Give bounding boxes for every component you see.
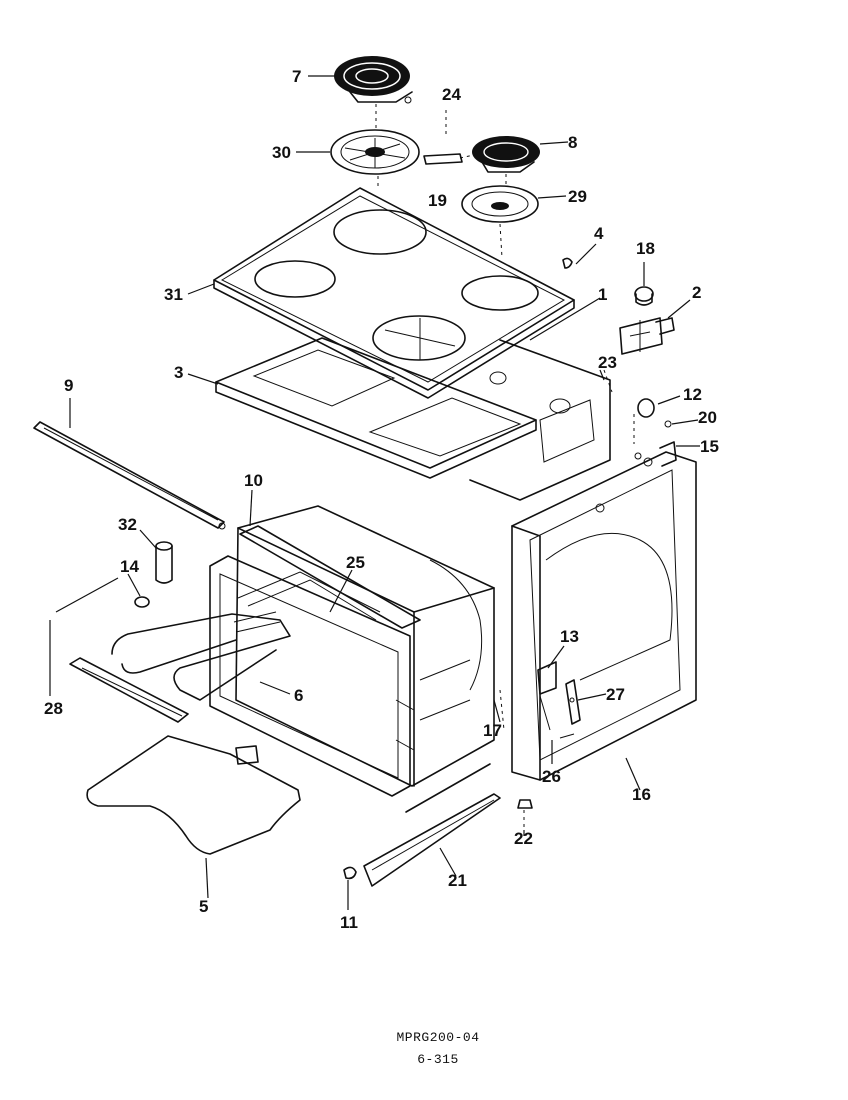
label-10: 10 [244, 471, 263, 490]
part-15-bracket [659, 441, 677, 467]
label-2: 2 [692, 283, 701, 302]
page-reference: 6-315 [417, 1052, 459, 1067]
part-14-clip [134, 596, 150, 608]
part-labels: 1 2 3 4 5 6 7 8 9 10 11 12 13 14 15 16 1… [44, 67, 719, 932]
label-6: 6 [294, 686, 303, 705]
oven-body [235, 505, 495, 787]
label-30: 30 [272, 143, 291, 162]
part-30-drip-pan [330, 129, 420, 175]
label-28: 28 [44, 699, 63, 718]
part-7-surface-element [334, 56, 413, 104]
label-29: 29 [568, 187, 587, 206]
part-16-side-panel [511, 451, 697, 781]
label-3: 3 [174, 363, 183, 382]
label-7: 7 [292, 67, 301, 86]
part-31-cooktop [213, 187, 575, 399]
label-20: 20 [698, 408, 717, 427]
part-5-oven-bottom [86, 735, 301, 855]
part-12-grommet [637, 398, 655, 418]
leader-lines [49, 75, 700, 910]
part-8-surface-element [472, 136, 540, 173]
label-32: 32 [118, 515, 137, 534]
label-1: 1 [598, 285, 607, 304]
label-12: 12 [683, 385, 702, 404]
label-31: 31 [164, 285, 183, 304]
label-23: 23 [598, 353, 617, 372]
part-2-bracket [619, 317, 675, 355]
label-5: 5 [199, 897, 208, 916]
part-22-leveling-foot [517, 799, 533, 830]
label-26: 26 [542, 767, 561, 786]
part-25-broil-element [237, 571, 381, 621]
part-4-clip [562, 257, 573, 269]
part-3-top-panel [215, 337, 537, 479]
part-27-hinge [565, 679, 581, 725]
part-28-vent-trim [69, 657, 189, 723]
drawing-code: MPRG200-04 [396, 1030, 480, 1045]
part-21-kick-plate [363, 793, 501, 887]
part-11-clip [343, 866, 357, 880]
rear-frame [469, 339, 611, 501]
part-9-trim-strip [33, 421, 226, 530]
label-8: 8 [568, 133, 577, 152]
label-25: 25 [346, 553, 365, 572]
part-29-drip-pan [461, 185, 539, 223]
label-4: 4 [594, 224, 604, 243]
part-20-screw [664, 420, 672, 428]
label-18: 18 [636, 239, 655, 258]
label-11: 11 [340, 913, 358, 932]
part-6-bake-element [111, 611, 291, 701]
part-18-switch [634, 286, 654, 306]
part-10-front-frame [209, 525, 421, 797]
label-15: 15 [700, 437, 719, 456]
part-19-bracket [423, 153, 479, 165]
label-14: 14 [120, 557, 139, 576]
label-19: 19 [428, 191, 447, 210]
label-27: 27 [606, 685, 625, 704]
label-13: 13 [560, 627, 579, 646]
label-17: 17 [483, 721, 502, 740]
label-16: 16 [632, 785, 651, 804]
label-21: 21 [448, 871, 467, 890]
part-32-sensor [155, 541, 173, 584]
label-9: 9 [64, 376, 73, 395]
label-24: 24 [442, 85, 461, 104]
label-22: 22 [514, 829, 533, 848]
